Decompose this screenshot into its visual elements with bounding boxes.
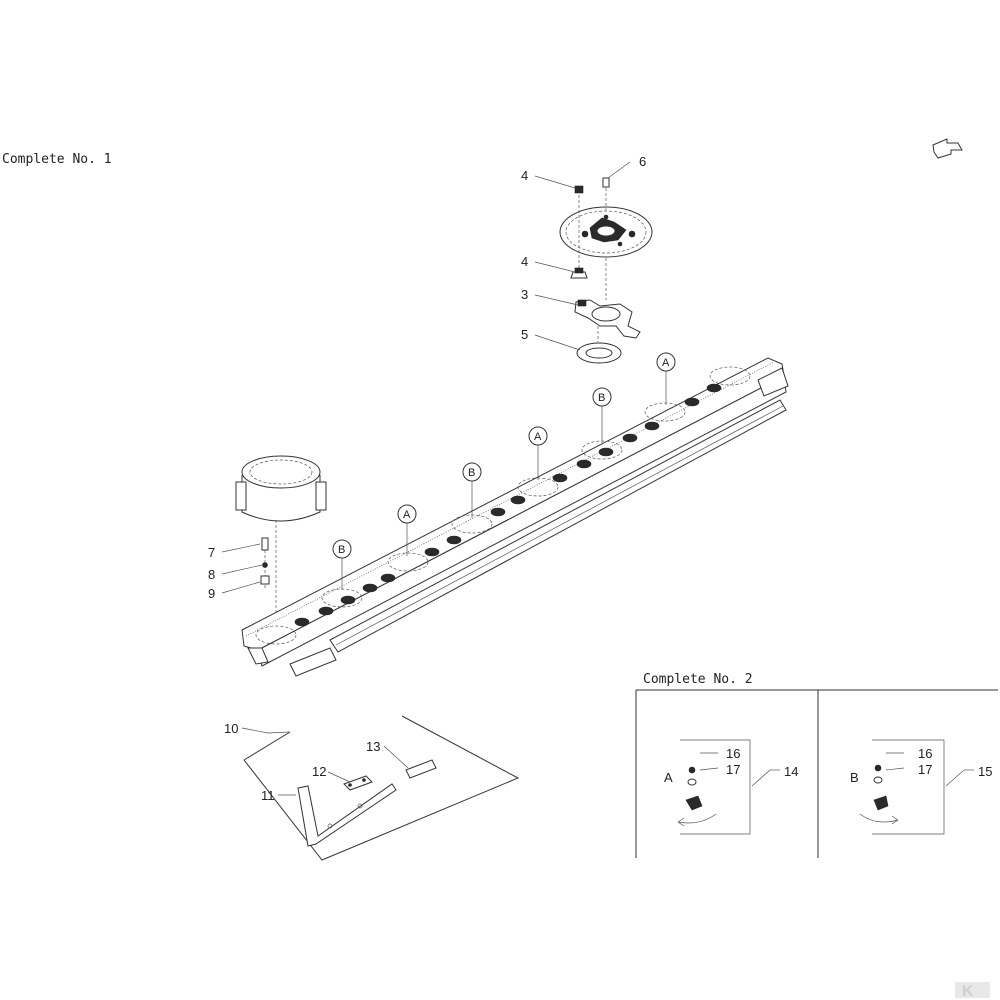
toolkit-panel bbox=[243, 715, 520, 861]
callout-15: 15 bbox=[978, 764, 992, 779]
callout-16-b: 16 bbox=[918, 746, 932, 761]
detail-a bbox=[677, 739, 751, 835]
svg-text:B: B bbox=[598, 392, 605, 404]
disc-assembly bbox=[559, 206, 653, 258]
blade-part-13 bbox=[405, 759, 437, 779]
callout-17: 17 bbox=[726, 762, 740, 777]
callout-8: 8 bbox=[208, 567, 215, 582]
bar-marker-5: B bbox=[592, 387, 612, 443]
callout-11: 11 bbox=[261, 788, 275, 803]
watermark-logo: K bbox=[955, 982, 990, 1000]
callout-16: 16 bbox=[726, 746, 740, 761]
callout-9: 9 bbox=[208, 586, 215, 601]
callout-12: 12 bbox=[312, 764, 326, 779]
callout-4-lower: 4 bbox=[521, 254, 528, 269]
wrench-part-11 bbox=[297, 783, 397, 847]
callout-6: 6 bbox=[639, 154, 646, 169]
svg-text:A: A bbox=[403, 509, 411, 521]
bar-marker-6: A bbox=[656, 352, 676, 405]
complete-no-2-title: Complete No. 2 bbox=[643, 672, 753, 687]
bar-marker-4: A bbox=[528, 426, 548, 480]
bar-marker-3: B bbox=[462, 462, 482, 518]
washer-part-8 bbox=[262, 562, 268, 568]
plate-part-12 bbox=[343, 775, 373, 791]
bar-marker-2: A bbox=[397, 504, 417, 556]
bolt-part-6 bbox=[602, 177, 610, 188]
callout-5: 5 bbox=[521, 327, 528, 342]
callout-14: 14 bbox=[784, 764, 798, 779]
callout-13: 13 bbox=[366, 739, 380, 754]
detail-marker-a: A bbox=[664, 770, 673, 785]
bracket-part-3 bbox=[574, 299, 641, 339]
bar-holes bbox=[294, 383, 722, 627]
complete-no-1-title: Complete No. 1 bbox=[2, 152, 112, 167]
callout-17-b: 17 bbox=[918, 762, 932, 777]
callout-7: 7 bbox=[208, 545, 215, 560]
nut-part-4-lower bbox=[570, 267, 588, 279]
detail-b bbox=[859, 739, 945, 835]
pin-part-7 bbox=[261, 537, 269, 551]
svg-text:A: A bbox=[534, 431, 542, 443]
cutter-bar bbox=[241, 357, 789, 677]
ring-part-5 bbox=[576, 342, 622, 364]
svg-text:B: B bbox=[468, 467, 475, 479]
gear-housing bbox=[235, 455, 327, 522]
nut-part-4 bbox=[574, 185, 584, 194]
bar-marker-1: B bbox=[332, 539, 352, 590]
svg-text:K: K bbox=[962, 983, 974, 1000]
svg-text:A: A bbox=[662, 357, 670, 369]
callout-10: 10 bbox=[224, 721, 238, 736]
nut-part-9 bbox=[260, 575, 270, 585]
complete-no-2-box bbox=[635, 689, 998, 858]
next-page-arrow-icon[interactable] bbox=[932, 138, 963, 159]
callout-3: 3 bbox=[521, 287, 528, 302]
detail-marker-b: B bbox=[850, 770, 859, 785]
svg-text:B: B bbox=[338, 544, 345, 556]
callout-4: 4 bbox=[521, 168, 528, 183]
